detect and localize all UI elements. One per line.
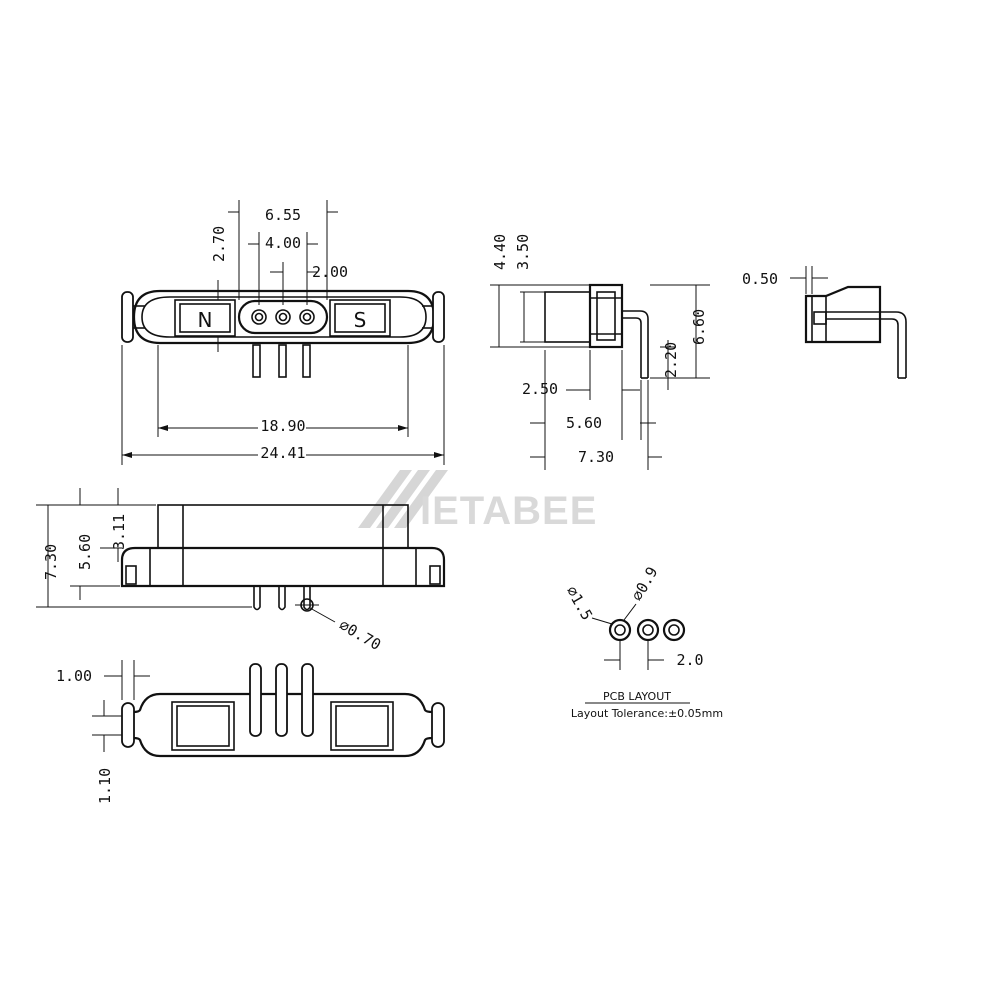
dim-5-60-side: 5.60	[566, 414, 602, 432]
pcb-layout: ⌀1.5 ⌀0.9 2.0 PCB LAYOUT Layout Toleranc…	[563, 564, 724, 720]
side-view: 4.40 3.50 6.60 2.20 2.50 5.60 7.30	[490, 234, 710, 470]
pcb-pad-outer: ⌀1.5	[563, 583, 597, 623]
watermark-logo: IETABEE	[358, 470, 597, 533]
pcb-layout-title: PCB LAYOUT	[603, 690, 671, 703]
logo-brand-text: IETABEE	[420, 489, 597, 533]
dim-18-90: 18.90	[260, 417, 305, 435]
dim-6-60: 6.60	[690, 309, 708, 345]
detail-view: 0.50	[742, 266, 907, 379]
front-view: N S 6.55 4.00 2.00	[121, 200, 445, 465]
dim-2-70: 2.70	[210, 226, 228, 262]
dim-5-60-bottom: 5.60	[76, 534, 94, 570]
dim-pin-diameter: ⌀0.70	[336, 616, 384, 654]
pole-n-label: N	[198, 308, 213, 332]
pcb-pad-inner: ⌀0.9	[628, 564, 662, 604]
front-pins	[251, 309, 315, 325]
dim-3-11: 3.11	[110, 514, 128, 550]
dim-2-20: 2.20	[662, 342, 680, 378]
dim-7-30-side: 7.30	[578, 448, 614, 466]
dim-7-30-bottom: 7.30	[42, 544, 60, 580]
dim-3-50: 3.50	[514, 234, 532, 270]
dim-6-55: 6.55	[265, 206, 301, 224]
dim-24-41: 24.41	[260, 444, 305, 462]
dim-4-40: 4.40	[491, 234, 509, 270]
dim-0-50: 0.50	[742, 270, 778, 288]
dim-2-50: 2.50	[522, 380, 558, 398]
dim-4-00: 4.00	[265, 234, 301, 252]
top-view: 1.00 1.10	[56, 660, 445, 804]
dim-1-10: 1.10	[96, 768, 114, 804]
pole-s-label: S	[354, 308, 367, 332]
bottom-view: ⌀0.70 7.30 5.60 3.11	[36, 488, 446, 654]
pcb-layout-tolerance: Layout Tolerance:±0.05mm	[571, 707, 723, 720]
dim-1-00: 1.00	[56, 667, 92, 685]
dim-2-00: 2.00	[312, 263, 348, 281]
pcb-pitch: 2.0	[676, 651, 703, 669]
